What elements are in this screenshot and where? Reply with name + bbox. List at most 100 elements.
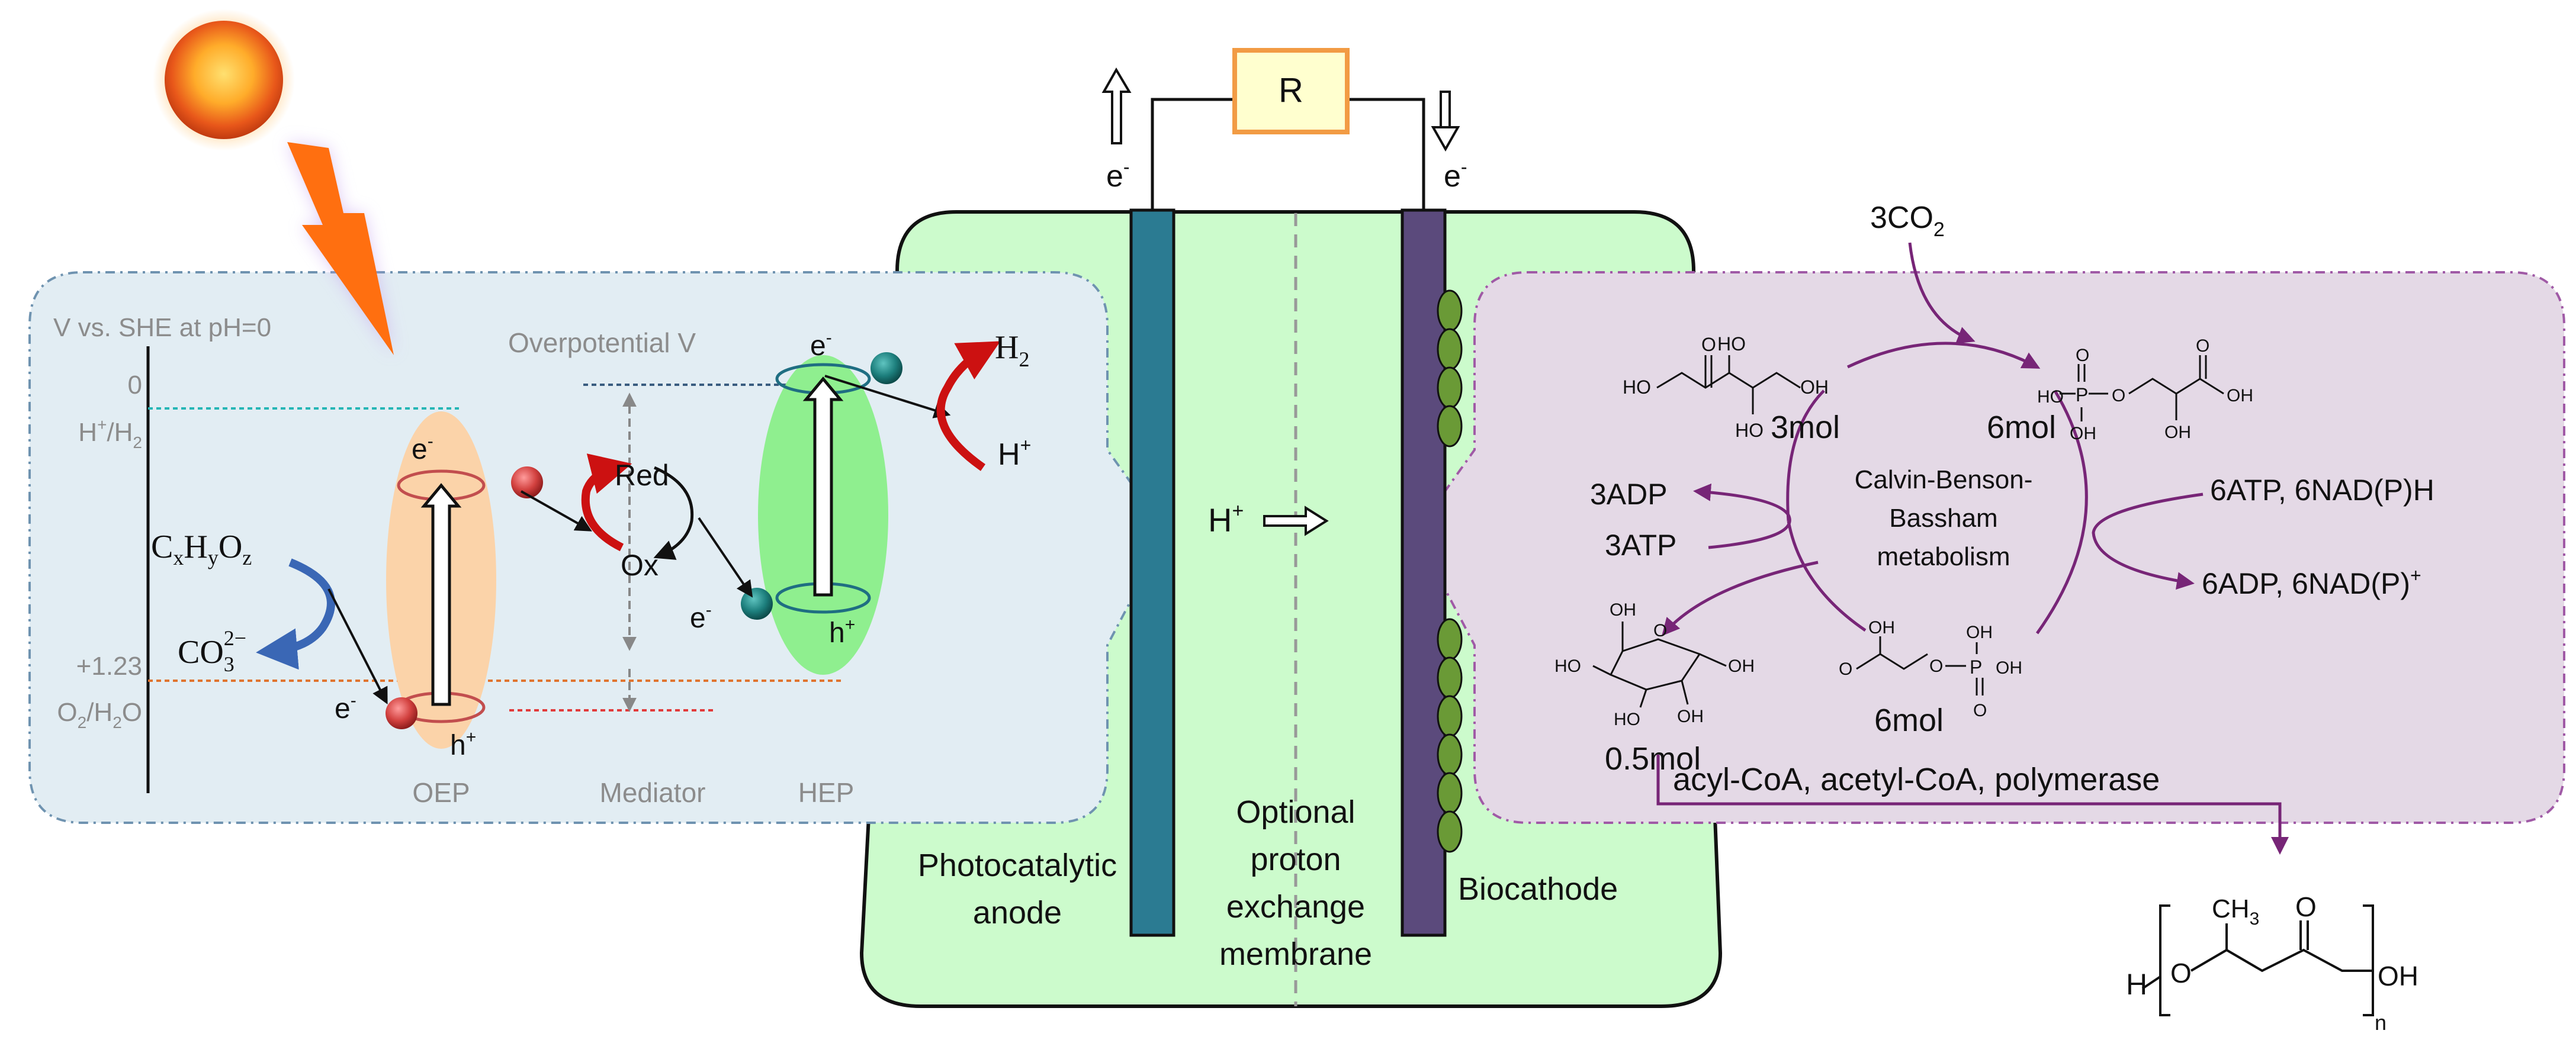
co2-entry-arrow [1908,242,1976,344]
glucose-oh-top: OH [1610,600,1636,620]
phosphoglycerate-molecule [2060,355,2224,421]
oep-hole-ball [386,697,417,729]
glucose-bond [1639,689,1647,708]
oep-electron-ball [511,466,543,498]
hollow-arrow-down-icon [1431,91,1460,152]
anode-label-line1: Photocatalytic [918,848,1117,883]
h2-product: H2 [995,329,1029,371]
cycle-arc-top [1846,342,2041,369]
h-plus-reactant: H+ [998,434,1031,472]
hep-hole-ball [741,588,773,620]
g3p-oh-right: OH [1996,658,2022,678]
ox-to-red-arc [581,453,632,552]
biofilm-cell [1437,733,1463,776]
g3p-oh-p: OH [1966,623,1993,642]
external-circuit-wire [1347,98,1425,210]
tick-1-23: +1.23 [76,652,142,681]
lightning-bolt-icon [287,142,394,355]
glucose-ho-left: HO [1554,656,1581,676]
biofilm-cell [1437,289,1463,332]
co2-input: 3CO2 [1870,201,1945,241]
mol-3: 3mol [1771,410,1840,445]
ribulose-ho-2: HO [1717,333,1746,355]
red-to-hep-arrow [698,517,753,598]
cathode-electrode [1401,208,1447,937]
glucose-oh-bottom: OH [1677,707,1704,726]
cycle-label-line3: metabolism [1877,542,2010,571]
donor-oxidation-arc [256,558,335,670]
oep-hole-electron-label: e- [335,691,356,725]
mol-6-top: 6mol [1987,410,2056,445]
hollow-arrow-right-icon [1263,505,1329,536]
pga-ester-o: O [2112,386,2125,405]
enzyme-pathway: acyl-CoA, acetyl-CoA, polymerase [1673,762,2160,797]
red-label: Red [615,459,669,492]
biofilm-cell [1437,618,1463,661]
g3p-p: P [1970,656,1982,678]
biofilm-cell [1437,810,1463,853]
tick-zero: 0 [128,371,142,400]
atp-nadph-input-arc [2092,492,2204,590]
oep-to-ox-arrow [521,490,592,532]
membrane-label-line3: exchange [1226,889,1365,925]
cycle-label-line1: Calvin-Benson- [1855,465,2033,494]
glucose-branch-arrow [1662,561,1819,636]
biofilm-cell [1437,695,1463,738]
cathode-label: Biocathode [1458,871,1618,907]
biofilm-cell [1437,328,1463,371]
biofilm [1437,289,1463,853]
g3p-o-bottom: O [1973,701,1987,720]
atp-3: 3ATP [1605,529,1676,562]
donor-to-oep-arrow [327,588,388,704]
glucose-bond [1681,680,1689,705]
polymer-h: H [2126,968,2147,1001]
atp-nadph-inputs: 6ATP, 6NAD(P)H [2210,474,2434,507]
hep-electron-label: e- [810,328,832,362]
cycle-arc-left [1786,389,1825,521]
hep-electron-ball [871,352,902,384]
glucose-molecule [1592,622,1727,708]
biofilm-cell [1437,405,1463,447]
g3p-ester-o: O [1929,656,1943,676]
mediator-label: Mediator [600,777,706,808]
polymer-left-bracket [2159,904,2170,1016]
resistor-label: R [1279,71,1303,110]
polymer-right-bracket [2363,904,2374,1016]
membrane-label-line1: Optional [1236,794,1355,830]
hep-label: HEP [798,777,855,808]
proton-label: H+ [1208,500,1244,539]
biofilm-cell [1437,772,1463,814]
pga-oh-bottom: OH [2070,424,2096,443]
hollow-arrow-up-icon [1101,67,1132,144]
mol-0-5: 0.5mol [1605,741,1701,777]
glucose-ho-bottom: HO [1614,710,1640,729]
polymer-backbone [2190,948,2373,973]
oep-label: OEP [412,777,470,808]
anode-electrode [1129,208,1175,937]
anode-label-line2: anode [973,895,1062,930]
phb-polymer [2141,904,2374,1016]
ribulose-o: O [1701,334,1716,355]
membrane-label-line2: proton [1250,842,1341,877]
hep-to-proton-arrow [824,375,951,418]
polymer-n: n [2375,1010,2387,1035]
pga-p: P [2076,384,2088,405]
hep-excitation-arrow [802,376,844,597]
glucose-bond [1592,665,1611,676]
biofilm-cell [1437,366,1463,409]
ribulose-oh: OH [1800,376,1829,398]
polymer-oh: OH [2378,961,2418,991]
overpotential-label: Overpotential V [508,327,696,358]
o2-h2o-couple: O2/H2O [57,698,142,732]
ribulose-molecule [1656,355,1801,414]
ribulose-ho: HO [1623,376,1651,398]
hep-hole-electron-label: e- [690,600,712,634]
ox-label: Ox [621,549,659,582]
pga-carbonyl-o: O [2196,336,2209,356]
axis-title: V vs. SHE at pH=0 [53,313,271,342]
polymer-ch3: CH3 [2212,894,2259,929]
g3p-oh-top: OH [1868,618,1895,637]
red-to-ox-arc [653,466,694,560]
glucose-bond [1699,653,1727,667]
